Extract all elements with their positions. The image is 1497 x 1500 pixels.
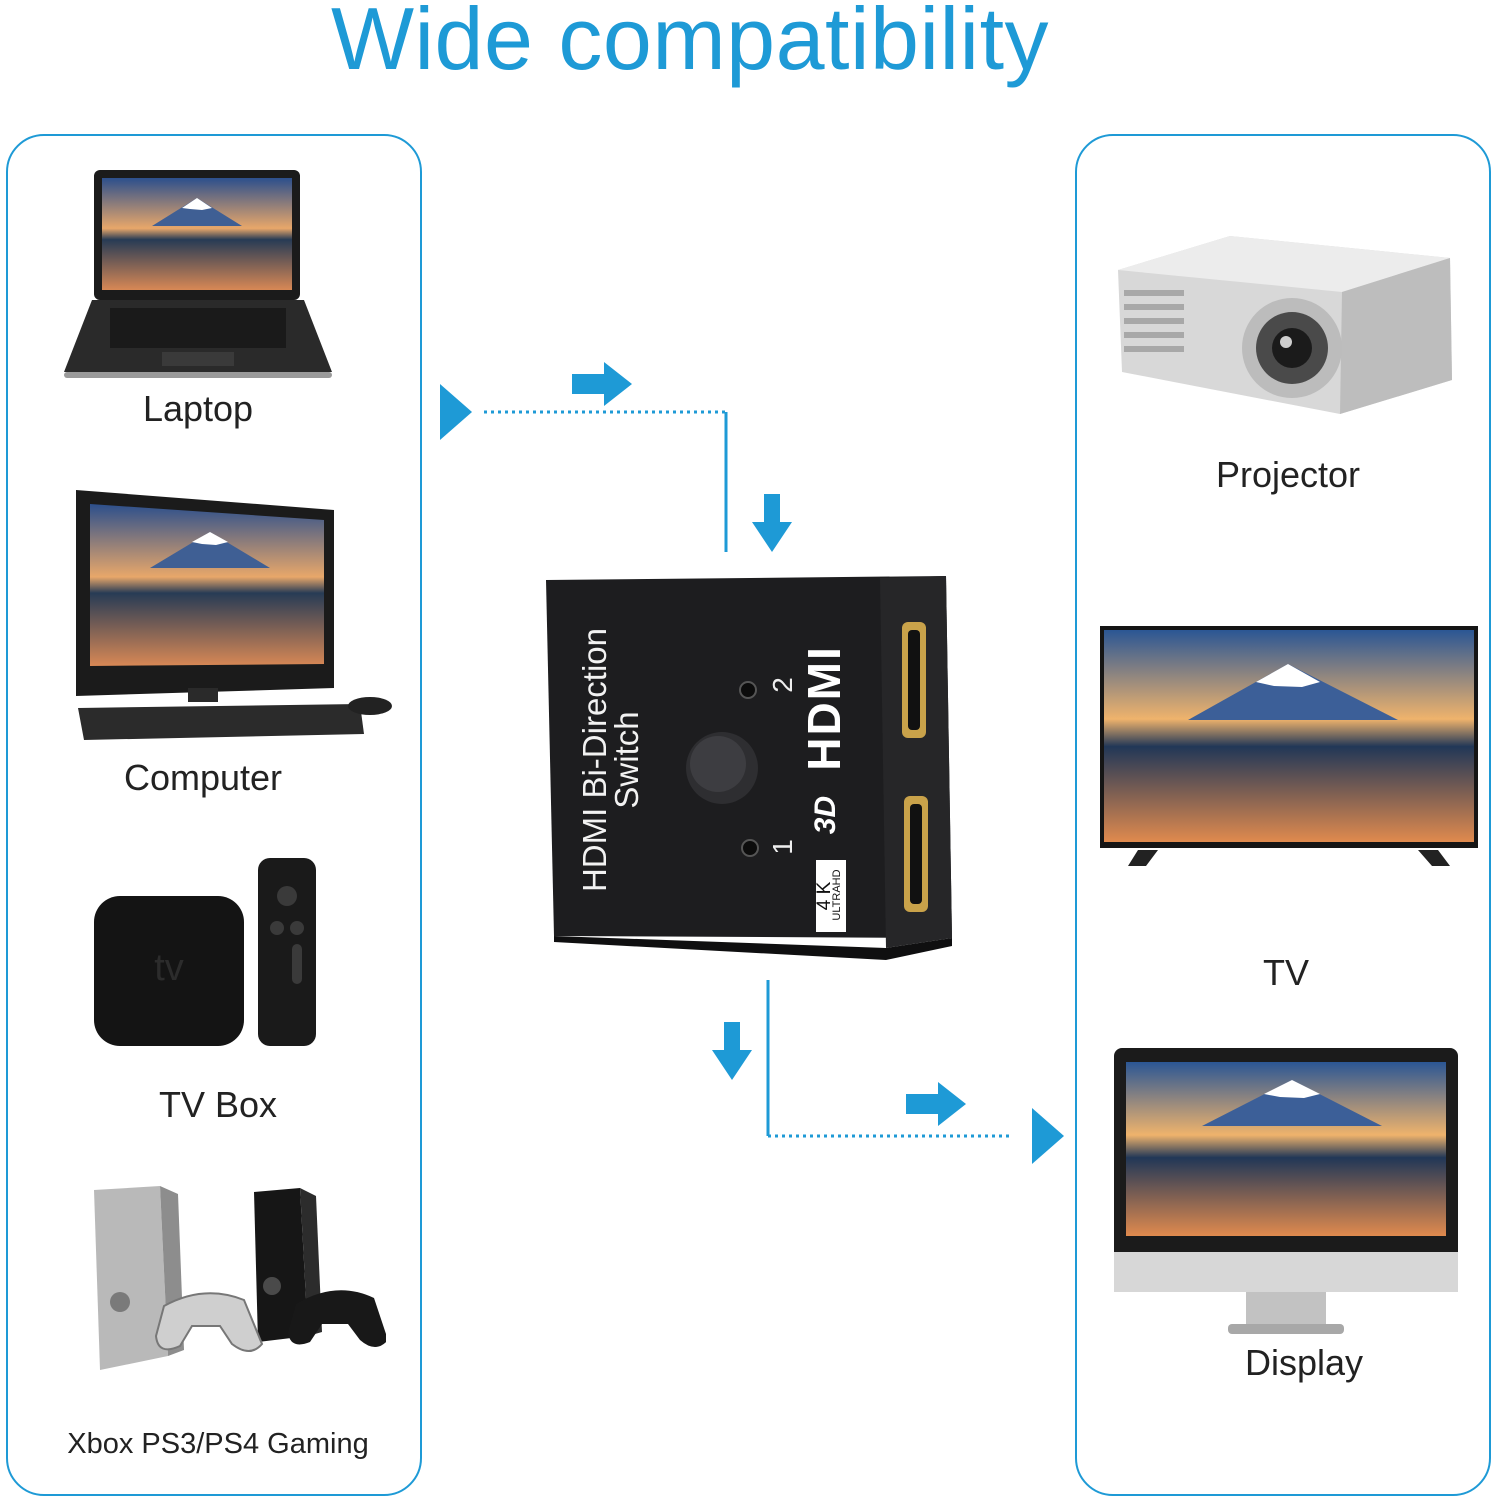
arrow-down-icon xyxy=(752,494,792,552)
hdmi-logo: HDMI xyxy=(798,645,850,771)
tv-box-icon: tv xyxy=(92,856,320,1048)
source-label-computer: Computer xyxy=(123,757,283,798)
display-label-tv: TV xyxy=(1262,952,1309,993)
page-title: Wide compatibility xyxy=(330,0,1050,88)
projector-icon xyxy=(1110,230,1458,420)
port-2-label: 2 xyxy=(767,677,798,693)
laptop-icon xyxy=(62,168,334,380)
monitor-icon xyxy=(1112,1046,1460,1338)
badge-3d: 3D xyxy=(809,795,842,835)
badge-ultrahd: ULTRAHD xyxy=(831,869,843,921)
arrow-right-icon xyxy=(572,362,632,406)
display-devices-panel xyxy=(1075,134,1491,1496)
display-label-display: Display xyxy=(1244,1342,1364,1383)
output-triangle-icon xyxy=(1032,1108,1064,1164)
input-triangle-icon xyxy=(440,384,472,440)
hdmi-switch-device: HDMI Bi-Direction Switch 2 1 HDMI 3D 4 K… xyxy=(540,570,960,965)
source-label-gaming: Xbox PS3/PS4 Gaming xyxy=(67,1428,369,1460)
display-label-projector: Projector xyxy=(1215,454,1361,495)
source-label-laptop: Laptop xyxy=(142,388,254,429)
switch-name-line2: Switch xyxy=(608,711,645,809)
svg-text:tv: tv xyxy=(154,947,184,989)
source-label-tv-box: TV Box xyxy=(158,1084,278,1125)
game-console-icon xyxy=(86,1186,386,1374)
tv-icon xyxy=(1098,624,1480,872)
arrow-down-icon xyxy=(712,1022,752,1080)
desktop-computer-icon xyxy=(70,488,400,748)
arrow-right-icon xyxy=(906,1082,966,1126)
port-1-label: 1 xyxy=(767,839,798,855)
source-devices-panel xyxy=(6,134,422,1496)
